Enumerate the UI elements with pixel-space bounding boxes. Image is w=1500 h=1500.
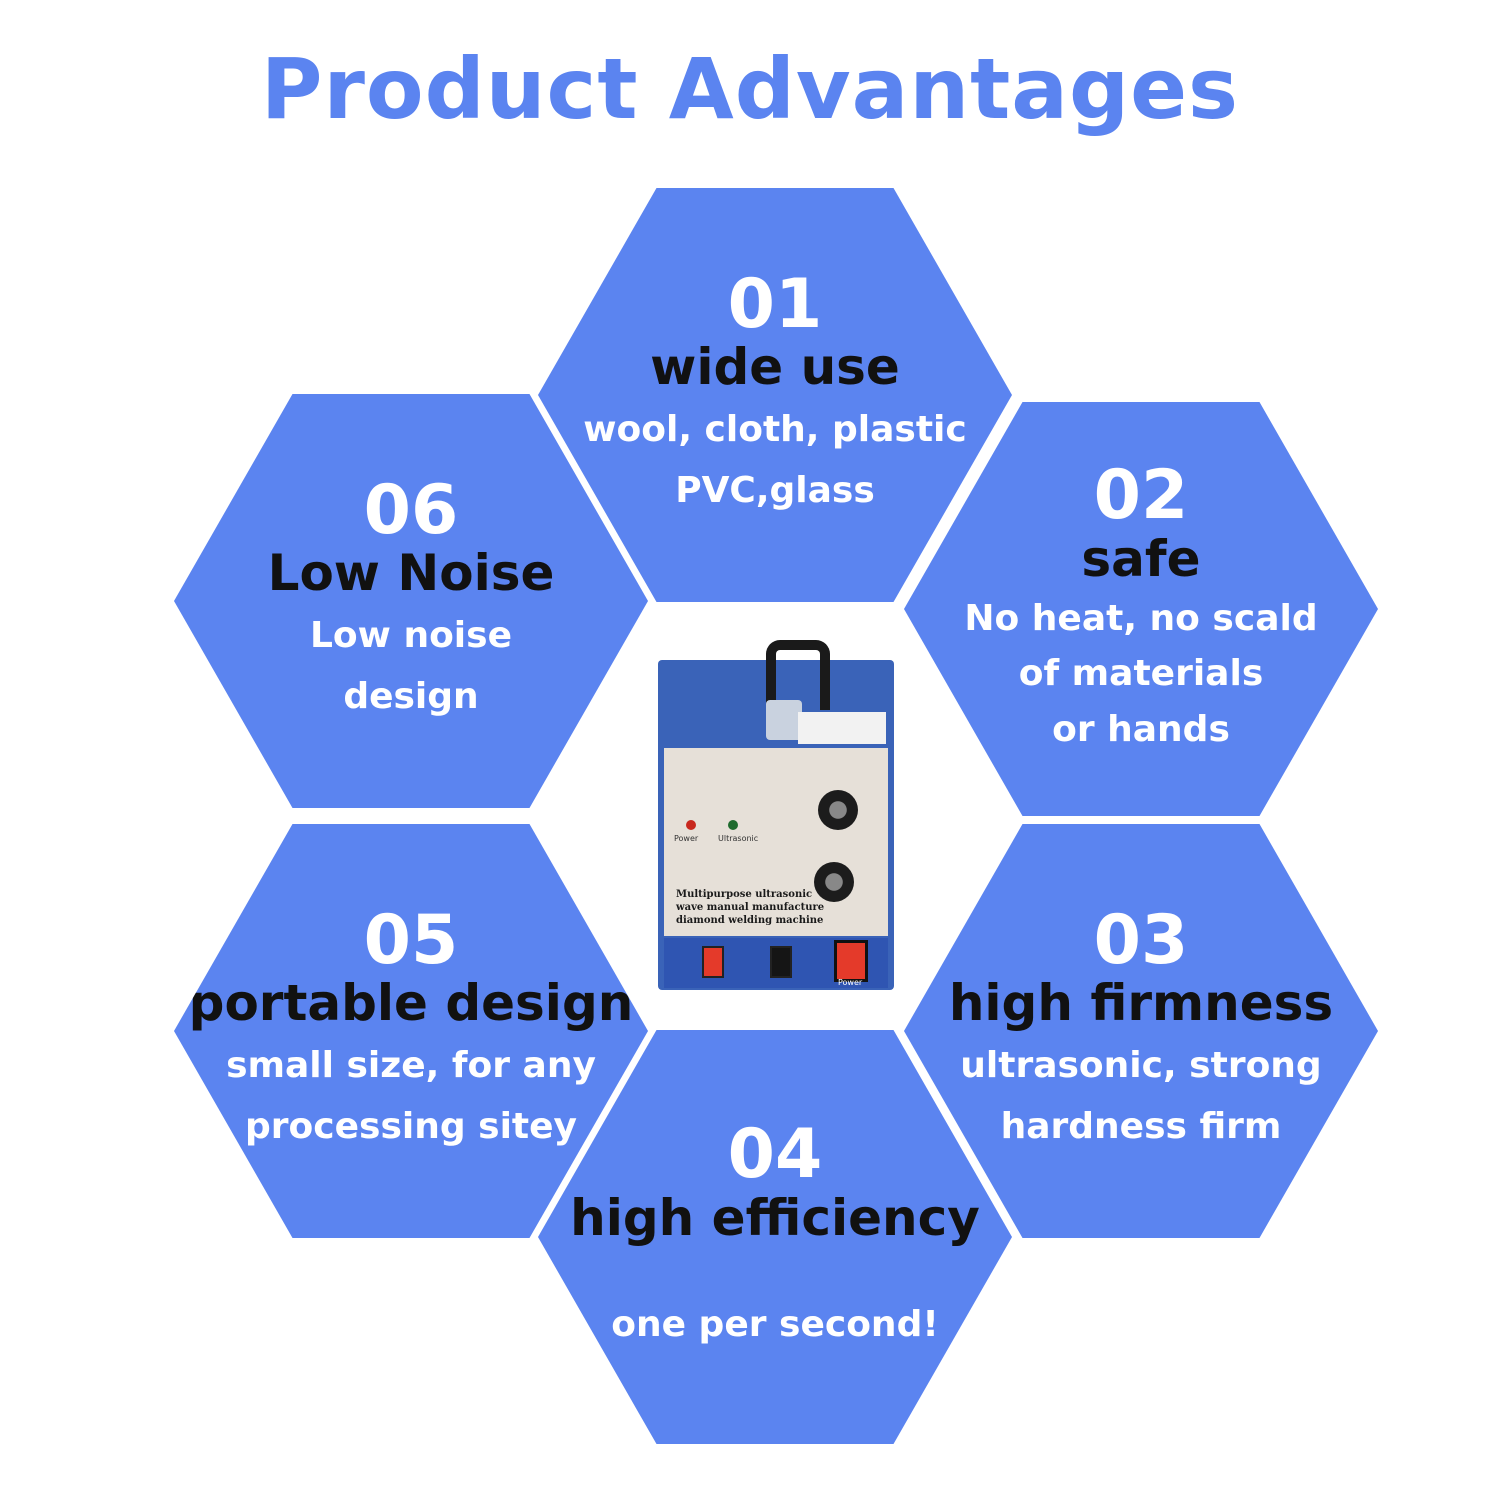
advantage-line: hardness firm	[1000, 1106, 1282, 1148]
advantage-hex-04: 04 high efficiency one per second!	[538, 1030, 1012, 1444]
page-title: Product Advantages	[260, 40, 1240, 138]
advantage-heading: high efficiency	[570, 1188, 980, 1247]
advantage-hex-03: 03 high firmness ultrasonic, strong hard…	[904, 824, 1378, 1238]
power-switch-label: Power	[838, 978, 863, 987]
machine-description-line: diamond welding machine	[676, 915, 824, 926]
advantage-number: 04	[727, 1115, 823, 1195]
machine-sticker	[798, 712, 886, 744]
lower-knob	[814, 862, 854, 902]
advantage-line: small size, for any	[226, 1045, 596, 1086]
ultrasonic-led-label: Ultrasonic	[718, 834, 759, 843]
advantage-line: ultrasonic, strong	[960, 1045, 1322, 1086]
machine-handle	[766, 640, 830, 710]
advantage-number: 06	[363, 470, 459, 550]
machine-description-line: wave manual manufacture	[676, 902, 825, 913]
advantage-line: or hands	[1052, 709, 1230, 751]
advantage-line: processing sitey	[245, 1106, 577, 1148]
advantage-hex-06: 06 Low Noise Low noise design	[174, 394, 648, 808]
advantage-hex-05: 05 portable design small size, for any p…	[174, 824, 648, 1238]
welding-machine-image: Power Ultrasonic Multipurpose ultrasonic…	[658, 640, 894, 992]
advantage-line: of materials	[1018, 653, 1264, 695]
power-switch	[834, 940, 868, 982]
advantage-heading: safe	[1081, 529, 1201, 588]
advantage-heading: wide use	[650, 338, 900, 396]
power-led	[686, 820, 696, 830]
advantage-hex-01: 01 wide use wool, cloth, plastic PVC,gla…	[538, 188, 1012, 602]
machine-description: Multipurpose ultrasonic wave manual manu…	[676, 888, 824, 927]
advantage-line: one per second!	[611, 1303, 939, 1345]
advantage-line: Low noise	[309, 615, 512, 656]
advantage-line: No heat, no scald	[964, 597, 1318, 639]
machine-description-line: Multipurpose ultrasonic	[676, 889, 813, 900]
ultrasonic-led	[728, 820, 738, 830]
upper-knob	[818, 790, 858, 830]
advantage-line: PVC,glass	[675, 470, 875, 512]
air-pump-switch	[702, 946, 724, 978]
machine-clip	[766, 700, 802, 740]
power-led-label: Power	[674, 834, 699, 843]
advantage-line: design	[343, 676, 479, 718]
advantage-number: 01	[727, 264, 823, 344]
advantage-hex-02: 02 safe No heat, no scald of materials o…	[904, 402, 1378, 816]
machine-front-panel	[664, 748, 888, 936]
advantage-line: wool, cloth, plastic	[583, 409, 967, 450]
advantage-heading: portable design	[188, 974, 634, 1032]
manual-switch	[770, 946, 792, 978]
advantage-number: 05	[363, 900, 459, 980]
advantage-heading: Low Noise	[267, 544, 555, 602]
advantage-number: 02	[1093, 456, 1189, 536]
advantage-number: 03	[1093, 900, 1189, 980]
advantage-heading: high firmness	[948, 974, 1334, 1032]
